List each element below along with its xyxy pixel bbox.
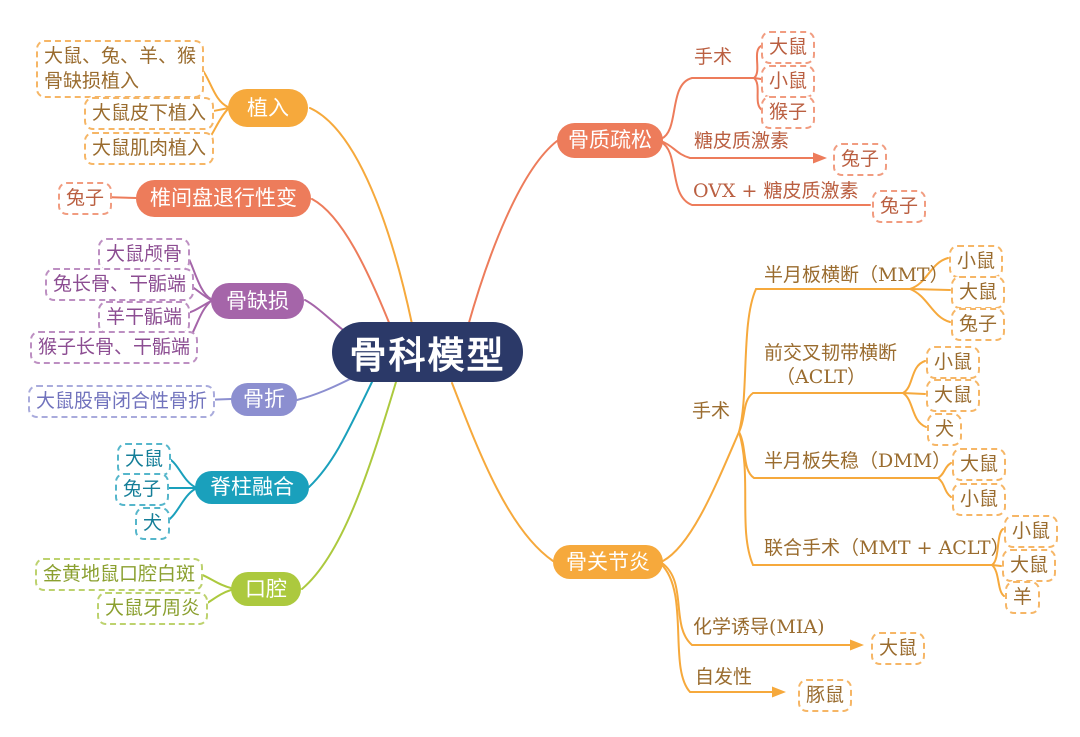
leaf-defect-monkey-longbone[interactable]: 猴子长骨、干骺端 <box>30 331 199 365</box>
leaf-oral-hamster-leukoplakia[interactable]: 金黄地鼠口腔白斑 <box>35 558 204 592</box>
leaf-dmm-rat[interactable]: 大鼠 <box>952 448 1007 482</box>
leaf-fusion-rat[interactable]: 大鼠 <box>117 443 172 477</box>
branch-node-fracture[interactable]: 骨折 <box>231 383 297 416</box>
leaf-ovx-rabbit[interactable]: 兔子 <box>872 190 927 224</box>
group-label-mia[interactable]: 化学诱导(MIA) <box>693 616 825 638</box>
central-topic[interactable]: 骨科模型 <box>332 322 523 382</box>
leaf-oral-rat-periodontitis[interactable]: 大鼠牙周炎 <box>97 592 209 626</box>
arrowhead-glucocorticoid <box>813 152 827 164</box>
branch-node-bone-defect[interactable]: 骨缺损 <box>211 283 304 319</box>
leaf-fracture-rat-femur[interactable]: 大鼠股骨闭合性骨折 <box>28 385 216 419</box>
leaf-implant-subcutaneous[interactable]: 大鼠皮下植入 <box>84 97 215 131</box>
group-label-op-surgery[interactable]: 手术 <box>694 46 733 68</box>
leaf-mmt-rat[interactable]: 大鼠 <box>951 276 1006 310</box>
leaf-mmt-mouse[interactable]: 小鼠 <box>949 245 1004 279</box>
leaf-defect-rabbit-longbone[interactable]: 兔长骨、干骺端 <box>45 268 195 302</box>
leaf-mmt-rabbit[interactable]: 兔子 <box>951 308 1006 342</box>
leaf-aclt-mouse[interactable]: 小鼠 <box>926 346 981 380</box>
leaf-disc-rabbit[interactable]: 兔子 <box>58 182 113 216</box>
leaf-implant-muscle[interactable]: 大鼠肌肉植入 <box>84 132 215 166</box>
arrowhead-mia <box>850 639 864 651</box>
leaf-combined-rat[interactable]: 大鼠 <box>1002 549 1057 583</box>
connectors-coral <box>101 45 871 331</box>
branch-node-osteoarthritis[interactable]: 骨关节炎 <box>553 545 663 579</box>
group-label-mmt[interactable]: 半月板横断（MMT） <box>764 264 949 286</box>
leaf-mia-rat[interactable]: 大鼠 <box>871 632 926 666</box>
leaf-defect-sheep-metaphysis[interactable]: 羊干骺端 <box>98 301 191 335</box>
branch-node-implant[interactable]: 植入 <box>228 89 308 127</box>
group-label-dmm[interactable]: 半月板失稳（DMM） <box>764 450 952 472</box>
leaf-aclt-dog[interactable]: 犬 <box>927 413 963 447</box>
leaf-combined-mouse[interactable]: 小鼠 <box>1004 515 1059 549</box>
group-label-ovx-glucocorticoid[interactable]: OVX + 糖皮质激素 <box>693 180 859 202</box>
leaf-op-surgery-mouse[interactable]: 小鼠 <box>761 65 816 99</box>
leaf-op-surgery-rat[interactable]: 大鼠 <box>761 31 816 65</box>
group-label-oa-surgery[interactable]: 手术 <box>692 400 731 422</box>
branch-node-spinal-fusion[interactable]: 脊柱融合 <box>195 471 309 504</box>
group-label-aclt[interactable]: 前交叉韧带横断（ACLT） <box>764 342 897 390</box>
leaf-dmm-mouse[interactable]: 小鼠 <box>952 483 1007 517</box>
group-label-aclt-line2: （ACLT） <box>776 365 866 388</box>
group-label-spontaneous[interactable]: 自发性 <box>695 666 753 688</box>
leaf-aclt-rat[interactable]: 大鼠 <box>926 379 981 413</box>
leaf-op-surgery-monkey[interactable]: 猴子 <box>761 96 816 130</box>
group-label-combined-surgery[interactable]: 联合手术（MMT + ACLT） <box>764 537 1010 559</box>
arrowhead-spontaneous <box>772 686 786 698</box>
leaf-defect-rat-skull[interactable]: 大鼠颅骨 <box>98 238 191 272</box>
branch-node-disc-degeneration[interactable]: 椎间盘退行性变 <box>136 180 311 217</box>
leaf-fusion-rabbit[interactable]: 兔子 <box>115 473 170 507</box>
leaf-spontaneous-guinea-pig[interactable]: 豚鼠 <box>798 679 853 713</box>
leaf-fusion-dog[interactable]: 犬 <box>135 507 171 541</box>
leaf-glucocorticoid-rabbit[interactable]: 兔子 <box>833 143 888 177</box>
leaf-implant-bone-defect[interactable]: 大鼠、兔、羊、猴骨缺损植入 <box>36 40 204 99</box>
branch-node-oral[interactable]: 口腔 <box>231 572 301 606</box>
group-label-glucocorticoid[interactable]: 糖皮质激素 <box>694 130 790 152</box>
leaf-combined-sheep[interactable]: 羊 <box>1005 581 1041 615</box>
group-label-aclt-line1: 前交叉韧带横断 <box>764 342 898 364</box>
branch-node-osteoporosis[interactable]: 骨质疏松 <box>557 123 663 158</box>
